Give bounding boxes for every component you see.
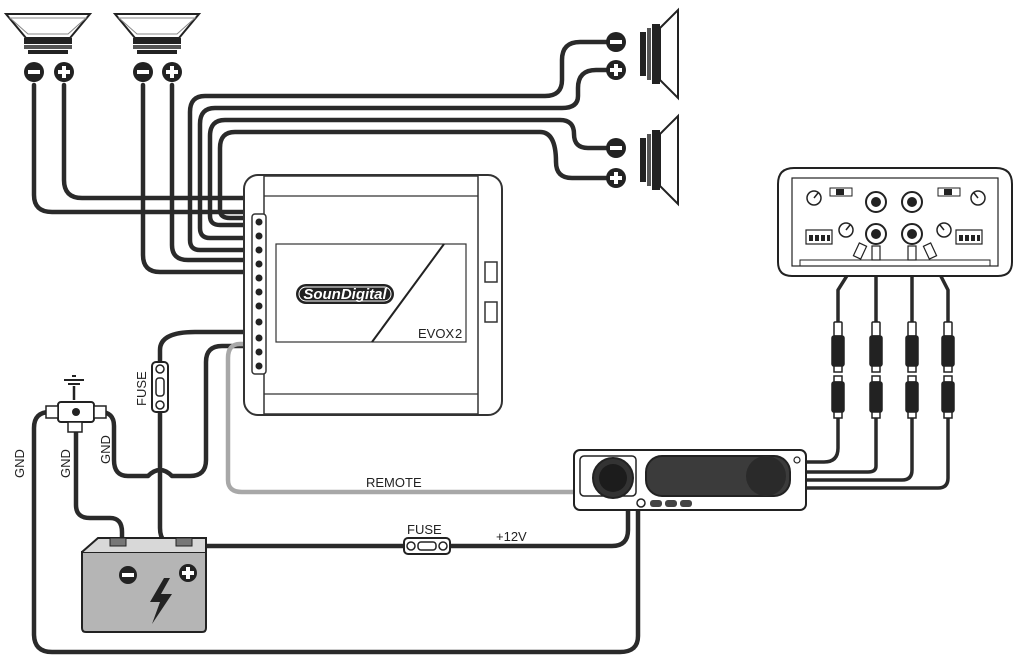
speaker-right-terminals — [606, 32, 626, 188]
gnd-label-1: GND — [12, 449, 27, 478]
wire-spk3-minus — [187, 39, 617, 253]
remote-wire — [225, 341, 581, 495]
speaker-left-2 — [112, 13, 202, 54]
fuse-holder-bottom: FUSE — [403, 522, 451, 555]
fuse-label-bottom: FUSE — [407, 522, 442, 537]
rca-pair-2 — [869, 321, 883, 419]
amp-model-text: EVOX — [418, 326, 454, 341]
wire-head-ground — [31, 409, 641, 655]
wire-fuse-battery — [157, 409, 189, 549]
rca-pair-4 — [941, 321, 955, 419]
head-unit-button — [665, 500, 677, 507]
wire-spk2-plus — [169, 82, 253, 263]
rca-wire-2b — [804, 416, 878, 474]
gnd-label-3: GND — [98, 435, 113, 464]
amp-logo — [296, 284, 394, 304]
rca-connectors — [831, 321, 955, 419]
rca-pair-3 — [905, 321, 919, 419]
speaker-wires — [31, 39, 617, 275]
wire-spk2-minus — [140, 82, 253, 275]
power-label: +12V — [496, 529, 527, 544]
wire-amp-ground — [91, 343, 253, 479]
speaker-cone-icon — [659, 7, 679, 101]
battery — [81, 537, 207, 633]
speaker-right-2 — [640, 113, 679, 207]
ground-block: GND GND GND — [12, 375, 113, 478]
fuse-icon — [417, 541, 437, 551]
gnd-label-2: GND — [58, 449, 73, 478]
wire-12v — [183, 505, 631, 549]
head-unit — [573, 449, 807, 511]
fuse-icon — [155, 377, 165, 397]
rca-wire-3b — [804, 416, 914, 482]
amplifier: SounDigital EVOX 2 — [243, 174, 503, 416]
head-unit-button — [680, 500, 692, 507]
speaker-cone-icon — [659, 113, 679, 207]
amp-brand-text: SounDigital — [303, 286, 387, 303]
lightning-icon — [150, 578, 172, 624]
speaker-left-1 — [3, 13, 93, 54]
speaker-left-terminals — [24, 62, 182, 82]
wire-battery-ground — [73, 425, 125, 551]
wire-spk4-minus — [207, 117, 617, 228]
rca-wire-4b — [804, 416, 950, 490]
wire-spk1-minus — [31, 82, 251, 215]
remote-label: REMOTE — [366, 475, 422, 490]
wire-spk4-plus — [217, 129, 617, 221]
wire-amp-power — [157, 329, 253, 365]
fuse-holder-top: FUSE — [134, 361, 169, 413]
rca-pair-1 — [831, 321, 845, 419]
amp-model-suffix: 2 — [455, 326, 462, 341]
rca-wire-1b — [804, 416, 840, 464]
speaker-right-1 — [640, 7, 679, 101]
fuse-label-top: FUSE — [134, 371, 149, 406]
wire-spk1-plus — [61, 82, 253, 201]
amp-control-panel — [777, 167, 1013, 277]
wire-spk3-plus — [197, 67, 617, 241]
head-unit-button — [650, 500, 662, 507]
